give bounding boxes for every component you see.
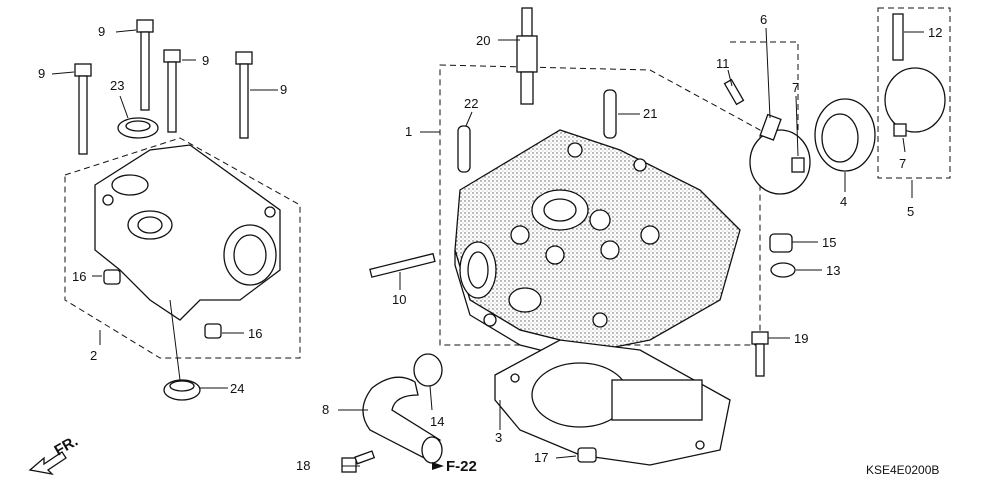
callout-16-b: 16: [248, 326, 262, 341]
stud-bolt-10: [369, 252, 436, 278]
callout-7-a: 7: [792, 80, 799, 95]
callout-9-b: 9: [202, 53, 209, 68]
callout-11: 11: [716, 56, 730, 71]
o-ring-14: [413, 353, 443, 387]
callout-12: 12: [928, 25, 942, 40]
clamp-5: [884, 67, 946, 133]
washer-13: [770, 262, 796, 278]
bolt-9-b: [163, 49, 181, 133]
drawing-code: KSE4E0200B: [866, 463, 939, 477]
camshaft-holder-group: [64, 19, 301, 401]
dowel-pin-16-b: [204, 323, 222, 339]
callout-22: 22: [464, 96, 478, 111]
callout-3: 3: [495, 430, 502, 445]
callout-24: 24: [230, 381, 244, 396]
clamp-6: [749, 129, 811, 195]
screw-12: [892, 13, 904, 61]
nut-7-a: [791, 157, 805, 173]
callout-14: 14: [430, 414, 444, 429]
callout-10: 10: [392, 292, 406, 307]
screw-11: [723, 78, 745, 106]
callout-15: 15: [822, 235, 836, 250]
reference-arrow-icon: [432, 462, 444, 470]
valve-guide-22: [457, 125, 471, 173]
callout-5: 5: [907, 204, 914, 219]
front-direction-arrow-icon: [28, 451, 67, 476]
cap-nut-15: [769, 233, 793, 253]
reference-label: F-22: [446, 458, 477, 475]
callout-8: 8: [322, 402, 329, 417]
leader-lines: [51, 27, 924, 467]
callout-16-a: 16: [72, 269, 86, 284]
dowel-pin-17: [577, 447, 597, 463]
water-joint-8: [362, 376, 443, 464]
bolt-19: [751, 331, 769, 377]
bolt-9-d: [235, 51, 253, 139]
callout-labels: 9 9 9 9 23 16 16 2 24 20 22 21 1 10 8 14…: [38, 12, 942, 473]
bolt-18: [341, 450, 376, 473]
callout-4: 4: [840, 194, 847, 209]
callout-17: 17: [534, 450, 548, 465]
bolt-9-a: [136, 19, 154, 111]
callout-19: 19: [794, 331, 808, 346]
cylinder-head-gasket-3: [494, 339, 731, 466]
callout-18: 18: [296, 458, 310, 473]
nut-7-b: [893, 123, 907, 137]
cylinder-head-group: [369, 7, 761, 366]
callout-21: 21: [643, 106, 657, 121]
callout-1: 1: [405, 124, 412, 139]
valve-guide-21: [603, 89, 617, 139]
callout-7-b: 7: [899, 156, 906, 171]
front-direction: FR.: [28, 433, 81, 476]
callout-20: 20: [476, 33, 490, 48]
spark-plug-20: [516, 7, 538, 105]
callout-13: 13: [826, 263, 840, 278]
callout-6: 6: [760, 12, 767, 27]
callout-2: 2: [90, 348, 97, 363]
callout-9-c: 9: [38, 66, 45, 81]
callout-9-d: 9: [280, 82, 287, 97]
callout-9-a: 9: [98, 24, 105, 39]
dowel-pin-16-a: [103, 269, 121, 285]
callout-23: 23: [110, 78, 124, 93]
insulator-4: [814, 98, 876, 172]
reference-marker: F-22: [432, 458, 477, 475]
insulator-group: [723, 7, 951, 195]
bolt-9-c: [74, 63, 92, 155]
